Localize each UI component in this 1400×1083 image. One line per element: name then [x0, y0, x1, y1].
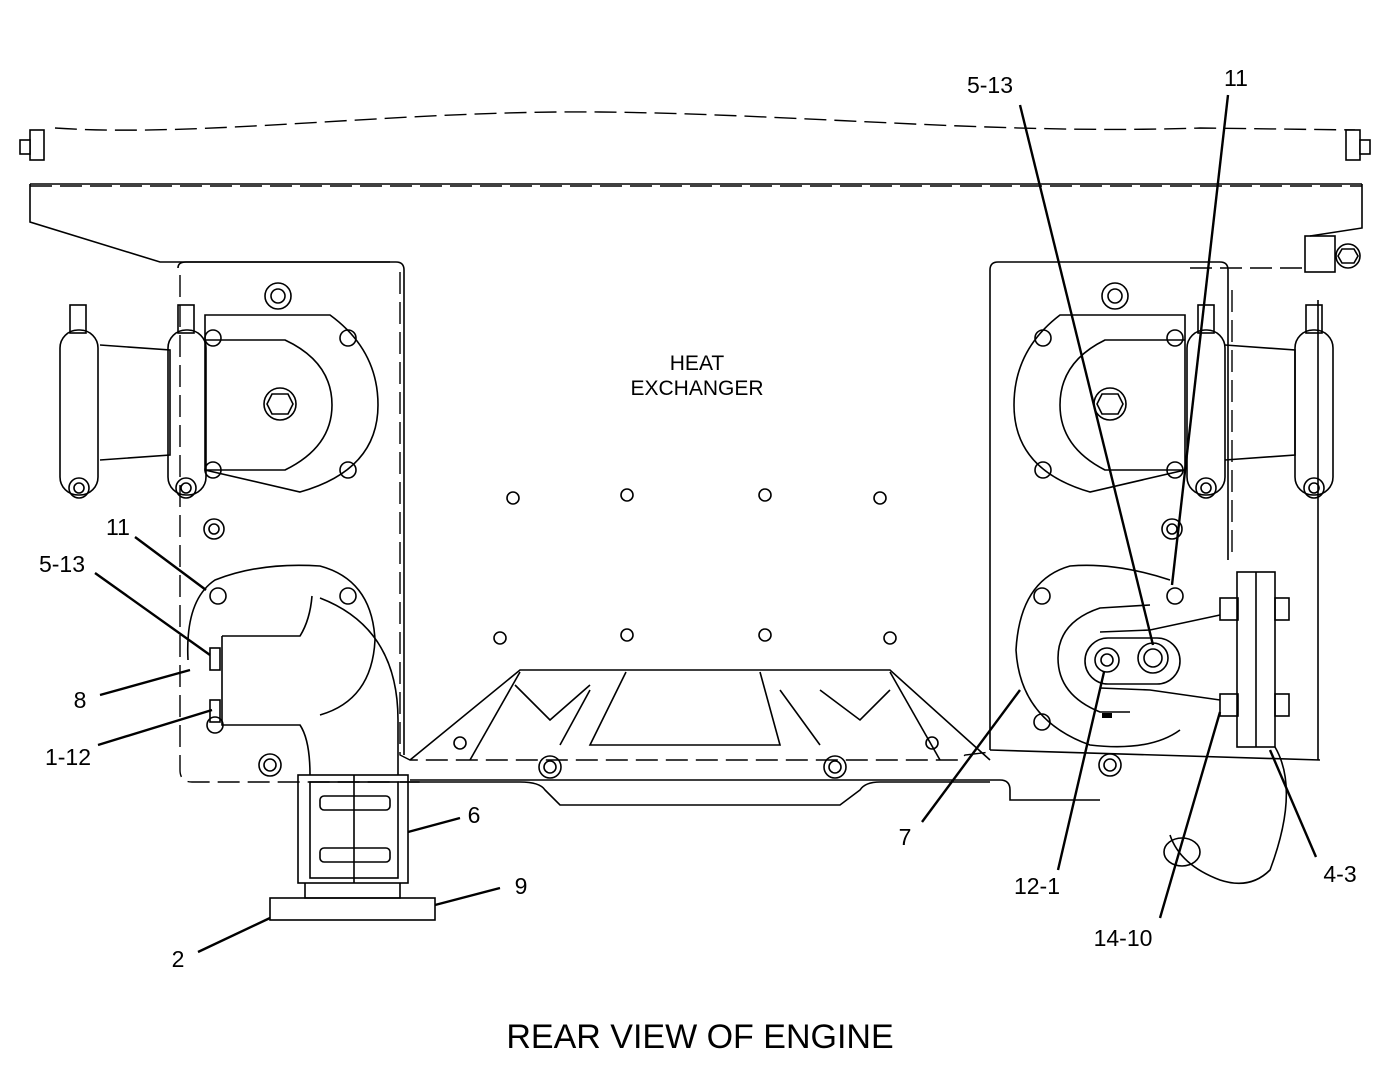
heat-exchanger-body — [177, 261, 1321, 783]
heat-exchanger-label: HEAT EXCHANGER — [630, 352, 763, 400]
plate-holes — [493, 488, 897, 645]
top-rail — [19, 111, 1371, 263]
callout-7: 7 — [899, 824, 912, 850]
callout-5-13-left: 5-13 — [39, 551, 85, 577]
callout-11-top: 11 — [1224, 65, 1248, 91]
right-bracket — [1190, 235, 1361, 273]
callout-2: 2 — [172, 946, 185, 972]
heat-exchanger-label-line1: HEAT — [670, 352, 725, 375]
callout-12-1: 12-1 — [1014, 873, 1060, 899]
callout-11-left: 11 — [106, 514, 130, 540]
callout-6: 6 — [468, 802, 481, 828]
callout-9: 9 — [515, 873, 528, 899]
left-upper-flange — [59, 282, 379, 499]
callout-1-12: 1-12 — [45, 744, 91, 770]
callouts: 5-13 11 11 5-13 8 1-12 6 9 2 7 12-1 14-1… — [39, 65, 1357, 972]
diagram-title: REAR VIEW OF ENGINE — [506, 1018, 893, 1056]
callout-14-10: 14-10 — [1094, 925, 1153, 951]
right-lower-assembly — [1015, 518, 1290, 885]
lower-frame — [400, 669, 1100, 806]
right-upper-flange — [1013, 282, 1334, 499]
callout-5-13-top: 5-13 — [967, 72, 1013, 98]
left-lower-elbow — [186, 518, 436, 921]
callout-4-3: 4-3 — [1323, 861, 1356, 887]
leader-lines — [94, 94, 1318, 954]
heat-exchanger-label-line2: EXCHANGER — [630, 377, 763, 400]
callout-8: 8 — [74, 687, 87, 713]
